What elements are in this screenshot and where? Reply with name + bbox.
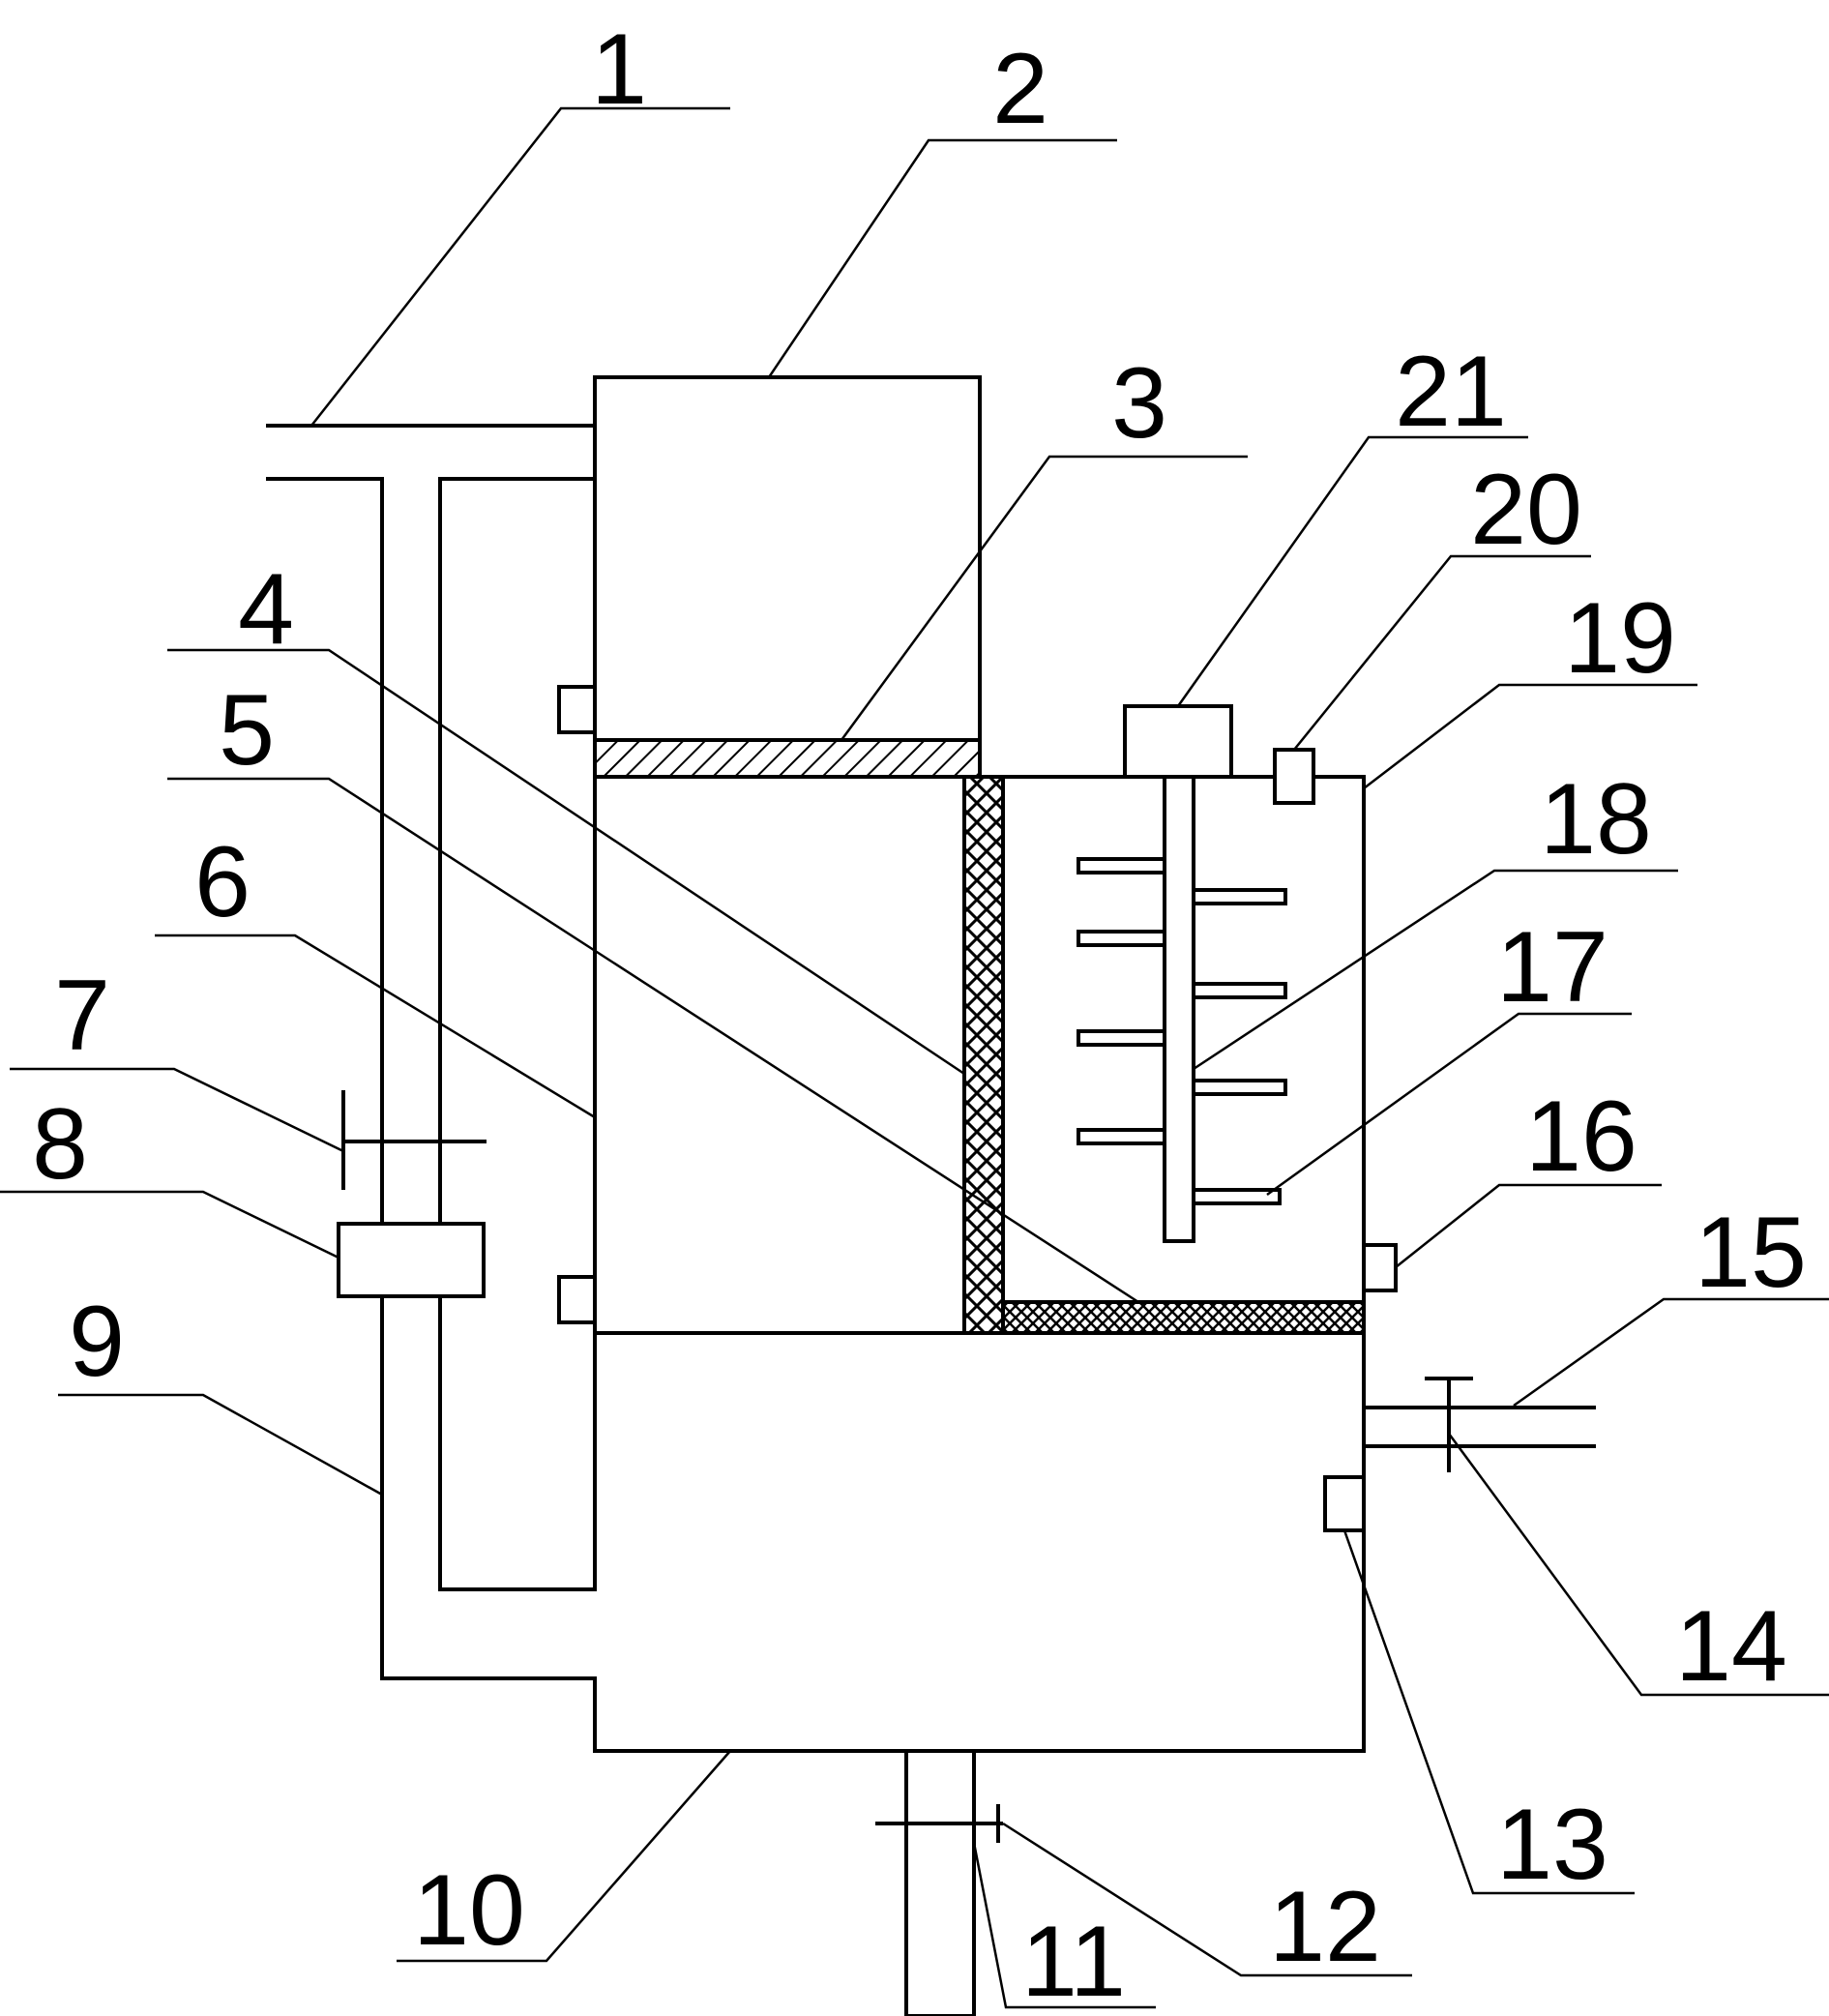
stirrer-shaft [1163,775,1195,1243]
bottom-filter [1001,1300,1366,1335]
callout-9: 9 [69,1286,125,1398]
callout-5: 5 [219,674,275,786]
leader-15 [1513,1297,1829,1408]
leader-10 [397,1750,731,1963]
drain-pipe [904,1749,976,2016]
blade [1192,888,1287,905]
leader-9 [58,1393,383,1497]
upper-box [593,375,982,740]
inner-channel [438,477,597,1591]
leader-19 [1363,683,1697,789]
left-pipe-outer [266,477,1366,1753]
lower-flange [557,1275,597,1324]
callout-7: 7 [54,960,110,1072]
leader-17 [1266,1012,1632,1197]
callout-1: 1 [591,14,647,126]
leader-8 [0,1190,339,1260]
leader-lines [0,106,1829,2009]
hatched-plate [593,738,982,779]
callout-15: 15 [1695,1197,1807,1309]
callout-3: 3 [1111,347,1167,460]
motor [1123,704,1233,779]
callout-17: 17 [1496,911,1608,1023]
lower-tank-step [1362,1333,1596,1409]
callout-4: 4 [238,553,294,666]
callout-10: 10 [413,1854,525,1967]
callout-18: 18 [1540,763,1652,875]
blade [1077,930,1166,947]
leader-13 [1342,1529,1635,1895]
blade [1077,857,1166,875]
leader-12 [1002,1822,1412,1977]
leader-14 [1447,1433,1829,1697]
vertical-filter [962,775,1005,1335]
blade [1077,1029,1166,1047]
callout-8: 8 [32,1088,88,1201]
callout-labels: 1 2 3 4 5 6 7 8 9 10 11 12 13 14 15 16 1… [32,14,1807,2016]
callout-13: 13 [1496,1789,1608,1901]
leader-21 [1176,435,1528,707]
leader-5 [167,777,1139,1304]
stirrer-blades [1077,857,1287,1205]
blade [1192,982,1287,999]
leader-11 [972,1842,1156,2009]
blade [1192,1188,1282,1205]
leader-7 [10,1067,344,1153]
pump [337,1222,486,1298]
leader-3 [840,455,1248,741]
callout-19: 19 [1564,582,1676,695]
callout-6: 6 [194,826,251,938]
blade [1192,1079,1287,1096]
leader-18 [1193,869,1678,1071]
blade [1077,1128,1166,1145]
leader-6 [155,934,596,1119]
callout-12: 12 [1269,1871,1381,1983]
callout-21: 21 [1395,336,1507,448]
callout-2: 2 [992,33,1048,145]
structure [266,375,1596,2016]
upper-flange [557,685,597,734]
callout-14: 14 [1675,1590,1787,1703]
callout-16: 16 [1525,1081,1637,1193]
leader-20 [1293,554,1591,751]
leader-4 [167,648,965,1076]
level-sensor [1323,1475,1366,1532]
callout-20: 20 [1470,454,1582,566]
leader-2 [767,138,1117,378]
callout-11: 11 [1021,1906,1126,2016]
right-flange [1362,1243,1398,1292]
leader-1 [310,106,730,427]
leader-16 [1395,1183,1662,1268]
lid-sensor [1273,748,1315,805]
outlet-lower [1362,1299,1596,1448]
